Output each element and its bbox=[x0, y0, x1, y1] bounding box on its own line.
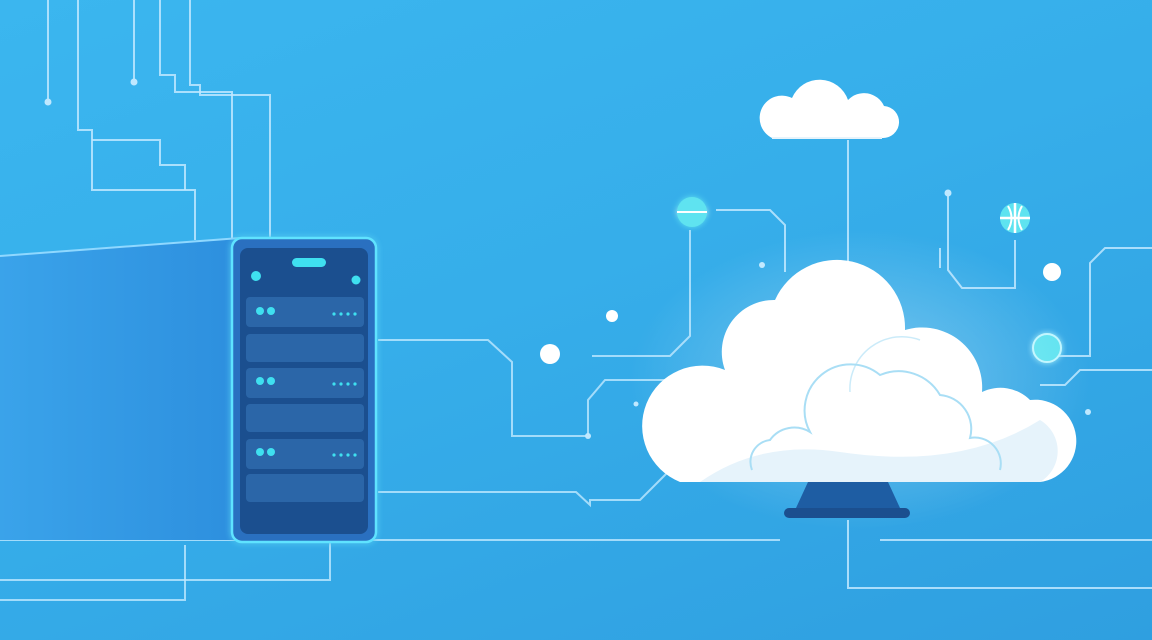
cloud-icon bbox=[630, 230, 1090, 530]
server-drive bbox=[246, 439, 364, 469]
globe-node-icon bbox=[1000, 203, 1030, 233]
server-body bbox=[0, 238, 240, 540]
circuit-dots-top-left bbox=[44, 78, 138, 106]
circuit-node-icon bbox=[1043, 263, 1061, 281]
server-drive bbox=[246, 404, 364, 432]
server-drive bbox=[246, 334, 364, 362]
server-drive bbox=[246, 368, 364, 398]
server-led bbox=[351, 275, 361, 285]
server-led bbox=[251, 271, 261, 281]
cloud-stand-base bbox=[784, 508, 910, 518]
server-rack-icon bbox=[0, 236, 378, 544]
cloud-stand bbox=[796, 482, 900, 508]
server-drive bbox=[246, 474, 364, 502]
circuit-lines-top-left bbox=[47, 0, 271, 250]
circuit-node-icon bbox=[540, 344, 560, 364]
server-status-bar bbox=[292, 258, 326, 267]
server-drive bbox=[246, 297, 364, 327]
circuit-node-icon bbox=[677, 197, 707, 227]
circuit-dots-right bbox=[944, 189, 1091, 415]
small-cloud-icon bbox=[759, 79, 900, 139]
